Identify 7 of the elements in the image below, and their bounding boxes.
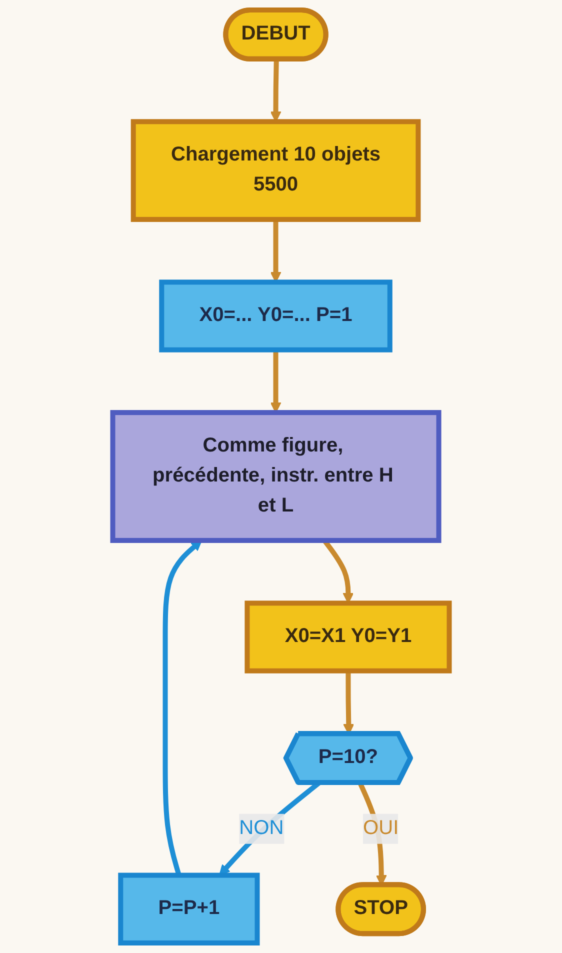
node-box: Comme figure, précédente, instr. entre H et L: [110, 410, 442, 543]
edge-label: NON: [239, 818, 284, 839]
node-box: P=P+1: [118, 872, 260, 946]
node-box: Chargement 10 objets 5500: [130, 119, 421, 222]
node-box: X0=X1 Y0=Y1: [244, 600, 452, 674]
node-box: X0=... Y0=... P=1: [159, 280, 392, 352]
edge-label: OUI: [362, 818, 399, 839]
